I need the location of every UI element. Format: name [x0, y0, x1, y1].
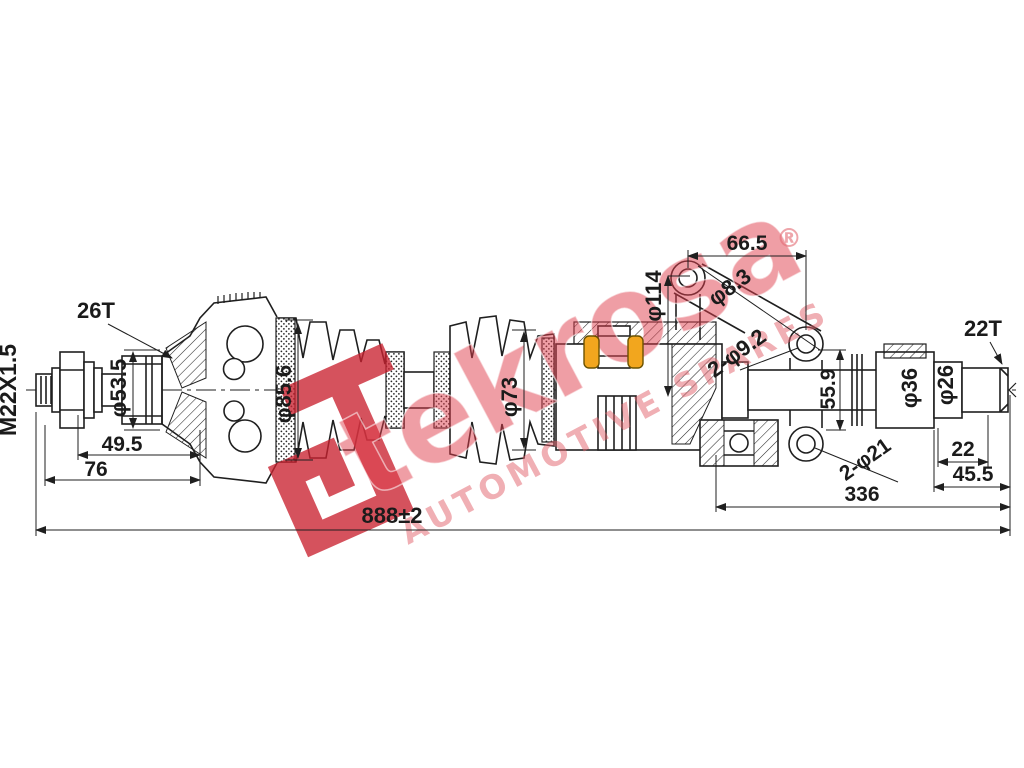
left-threaded-stub: [35, 351, 123, 429]
bearing-ball: [226, 325, 264, 363]
leader-26T: [107, 323, 173, 359]
dim-bracket-span: 66.5: [727, 232, 768, 255]
shaft-neck-26: [933, 361, 963, 419]
right-shaft: [721, 343, 1017, 429]
dim-length-76: 76: [84, 458, 107, 481]
dim-housing-length: 55.9: [817, 369, 840, 410]
tripod-rollers: [583, 335, 644, 369]
washer: [51, 367, 61, 413]
section-hatch-lower: [165, 391, 207, 459]
dim-inner-spline-teeth: 22T: [964, 316, 1002, 341]
leader-bushing-holes: [814, 447, 899, 483]
support-bushing: [699, 419, 779, 467]
housing-section-hatch: [671, 343, 717, 445]
abs-ring: [883, 343, 927, 359]
dimension-lines: [35, 250, 1011, 536]
dim-shaft-diameter-36: φ36: [897, 368, 922, 408]
dim-length-22: 22: [951, 438, 974, 461]
bearing-ball: [222, 357, 246, 381]
section-hatch-upper: [165, 321, 207, 389]
outer-spline-shaft: [121, 355, 163, 425]
bearing-ball: [228, 419, 262, 453]
dimension-labels: M22X1.5 26T φ53.5 49.5 76 φ85.6 φ73 φ114…: [0, 232, 1003, 528]
inner-boot: [433, 315, 555, 465]
roller: [583, 335, 600, 369]
tekrosa-logo-icon: [267, 343, 414, 558]
dim-inner-boot-diameter: φ73: [497, 377, 522, 417]
dim-length-336: 336: [844, 483, 879, 506]
roller: [627, 335, 644, 369]
dim-overall-length: 888±2: [361, 503, 422, 528]
dim-length-45-5: 45.5: [953, 463, 994, 486]
watermark: tekrosa ® AUTOMOTIVE SPARES: [267, 169, 836, 558]
intermediate-shaft: [403, 371, 435, 409]
outer-cv-joint: [161, 292, 278, 484]
centerline-end-arrow: [1008, 382, 1017, 398]
dim-outer-spline-teeth: 26T: [77, 298, 115, 323]
dim-bracket-diameter: φ114: [641, 270, 666, 322]
dim-shaft-diameter-26: φ26: [933, 365, 958, 405]
dim-length-49-5: 49.5: [102, 433, 143, 456]
leader-22T: [989, 341, 1003, 365]
inner-spline-stub: [961, 367, 1009, 413]
leader-holes-pair: [739, 347, 799, 371]
dim-outer-joint-diameter: φ53.5: [106, 359, 131, 418]
hub-nut: [59, 351, 85, 429]
watermark-registered-mark: ®: [776, 224, 802, 254]
boot-clamp-band: [541, 337, 555, 443]
bearing-ball: [223, 400, 245, 422]
leader-hole-dia: [697, 265, 821, 351]
dim-thread-spec: M22X1.5: [0, 344, 21, 436]
dim-outer-boot-diameter: φ85.6: [271, 365, 296, 424]
clamp-serration: [217, 292, 261, 304]
